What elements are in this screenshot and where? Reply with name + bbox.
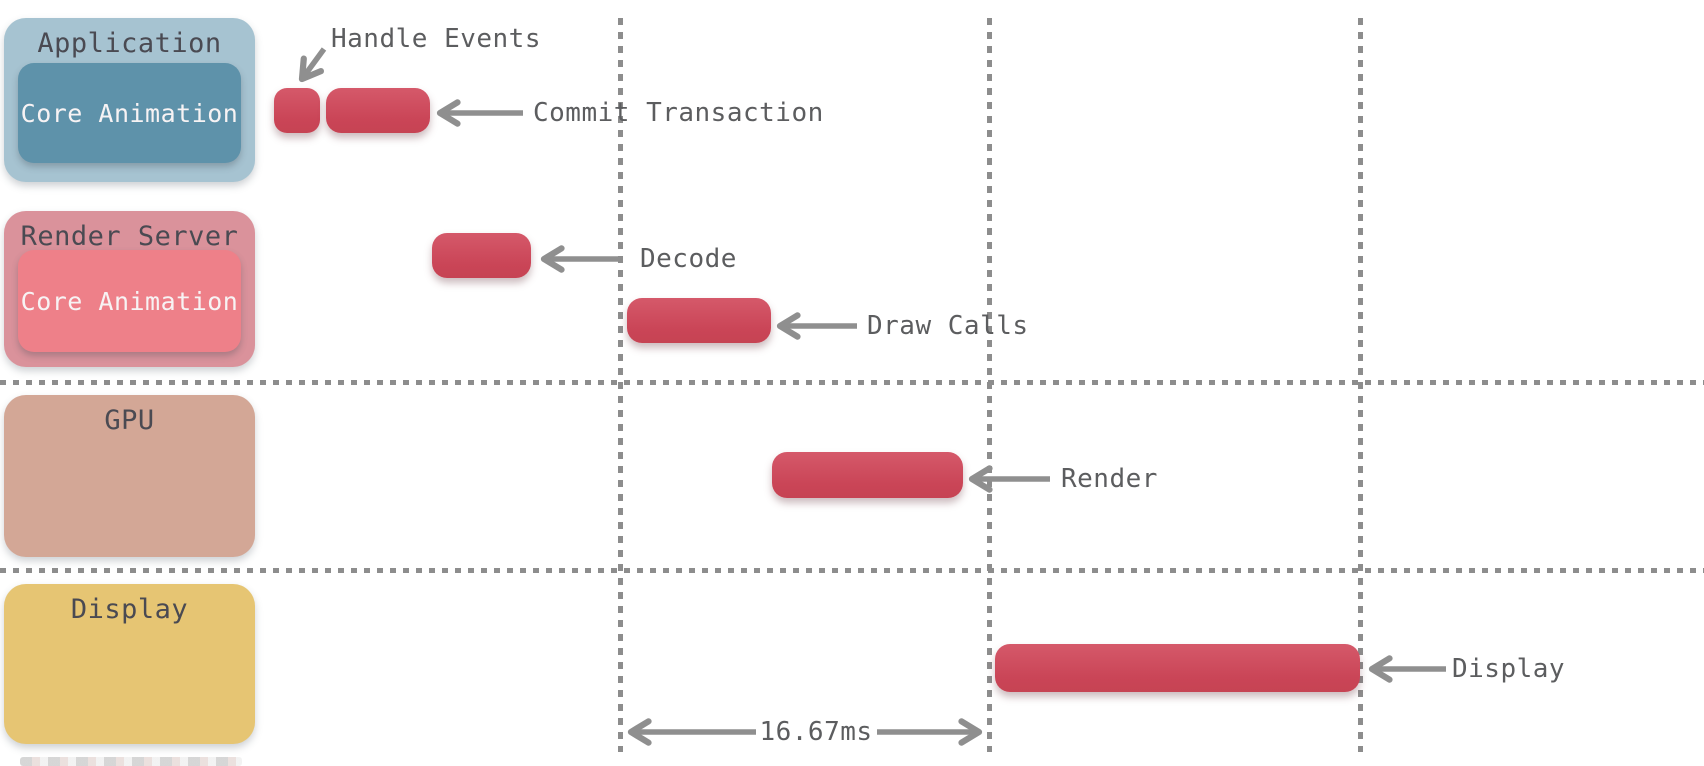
cropped-slide-artifact xyxy=(20,757,242,766)
lane-render-server-core-animation-box: Core Animation xyxy=(18,250,241,352)
commit-transaction-label: Commit Transaction xyxy=(533,98,824,128)
draw-calls-label: Draw Calls xyxy=(867,311,1029,341)
task-bar-display xyxy=(995,644,1360,692)
task-bar-render xyxy=(772,452,963,498)
frame-boundary-line-3 xyxy=(1358,18,1363,752)
lane-application-core-animation-label: Core Animation xyxy=(20,98,239,128)
display-label: Display xyxy=(1452,654,1566,684)
task-bar-decode xyxy=(432,233,531,278)
frame-interval-label: 16.67ms xyxy=(759,717,873,747)
lane-divider-line-2 xyxy=(0,568,1704,573)
frame-boundary-line-2 xyxy=(987,18,992,752)
lane-gpu: GPU xyxy=(4,395,255,557)
lane-application-title: Application xyxy=(37,28,222,59)
lane-display: Display xyxy=(4,584,255,744)
lane-display-title: Display xyxy=(70,594,189,625)
handle-events-arrow xyxy=(298,47,327,83)
render-label: Render xyxy=(1061,464,1158,494)
lane-render-server-title: Render Server xyxy=(20,221,239,252)
decode-label: Decode xyxy=(640,244,737,274)
lane-render-server: Render Server Core Animation xyxy=(4,211,255,367)
task-bar-handle-events xyxy=(274,88,320,133)
lane-application-core-animation-box: Core Animation xyxy=(18,63,241,163)
lane-gpu-title: GPU xyxy=(104,405,155,436)
task-bar-draw-calls xyxy=(627,298,771,343)
handle-events-label: Handle Events xyxy=(331,24,541,54)
lane-application: Application Core Animation xyxy=(4,18,255,182)
lane-render-server-core-animation-label: Core Animation xyxy=(20,286,239,316)
lane-divider-line-1 xyxy=(0,380,1704,385)
task-bar-commit-transaction xyxy=(326,88,430,133)
frame-boundary-line-1 xyxy=(618,18,623,752)
